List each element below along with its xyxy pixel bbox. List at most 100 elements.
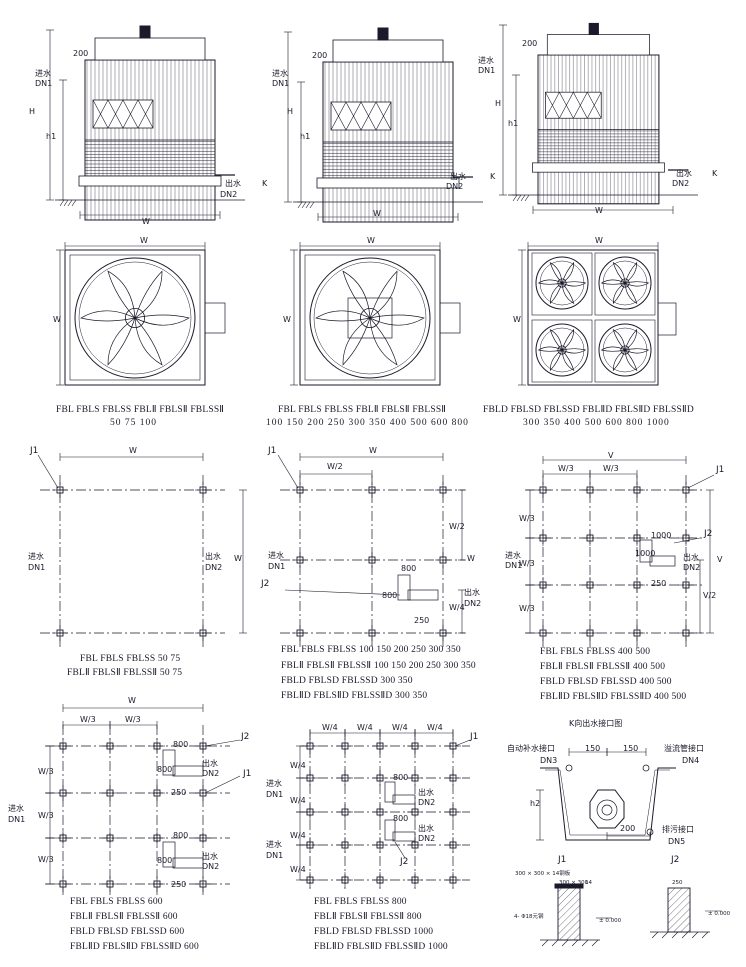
fan-blade <box>342 270 371 319</box>
dim-150-label: 150 <box>585 744 601 753</box>
ground-hatch <box>301 201 307 209</box>
tower-body <box>78 25 222 221</box>
ground-hatch <box>571 939 579 947</box>
fan-blade <box>107 270 136 319</box>
auto-fill-label: 自动补水接口 <box>507 744 555 753</box>
ground-hatch <box>691 931 699 939</box>
dim-200-label: 200 <box>73 49 89 58</box>
dim-200-label: 200 <box>312 51 328 60</box>
tower-elevation <box>316 27 460 223</box>
inlet-ladder <box>439 302 461 334</box>
dn1-label: DN1 <box>505 561 523 570</box>
outlet-box <box>384 781 396 803</box>
drain-label: 排污接口 <box>662 825 694 834</box>
dim-200-label: 200 <box>620 824 636 833</box>
caption-f2-2: FBLⅡ FBLSⅡ FBLSSⅡ 100 150 200 250 300 35… <box>281 661 476 671</box>
dim-250-label: 250 <box>672 880 683 886</box>
dim-250-label: 250 <box>171 880 187 889</box>
w3-side-label: W/3 <box>38 811 54 820</box>
fan-blade <box>134 314 190 326</box>
ground-hatch <box>71 199 77 207</box>
caption-f3-1: FBL FBLS FBLSS 400 500 <box>540 647 651 657</box>
inlet-ladder <box>657 302 677 336</box>
fan-blade <box>549 349 563 372</box>
fan-hub <box>557 278 567 288</box>
outlet-flange <box>589 789 625 829</box>
overflow-label: 溢流管接口 <box>664 744 704 753</box>
j2-leader <box>673 537 701 544</box>
fan-blade <box>80 310 136 322</box>
w3-side-label: W/3 <box>38 767 54 776</box>
ground-hatch <box>520 194 526 202</box>
dim-800-label: 800 <box>173 831 189 840</box>
inlet-label: 进水 <box>505 551 521 560</box>
dim-800-label: 800 <box>393 773 409 782</box>
v-side-label: V <box>717 555 723 564</box>
outlet-box <box>407 589 439 601</box>
fan-blade <box>624 281 650 287</box>
outlet-box <box>172 765 204 777</box>
dim-1000-label: 1000 <box>651 531 672 540</box>
dn2-label: DN2 <box>202 862 220 871</box>
plan-w-label: W <box>140 236 148 245</box>
fan-blade <box>612 349 626 372</box>
outlet-box <box>639 539 653 563</box>
j2-leader <box>394 841 406 859</box>
v2-side-label: V/2 <box>703 591 717 600</box>
dim-150-label: 150 <box>623 744 639 753</box>
ground-hatch <box>661 931 669 939</box>
fan-blade <box>549 329 563 351</box>
dn2-label: DN2 <box>418 834 436 843</box>
fan-blade <box>134 317 163 366</box>
w4-side-label: W/4 <box>290 761 306 770</box>
inlet-label: 进水 <box>266 779 282 788</box>
dim-800-label: 800 <box>173 740 189 749</box>
dim-200-label: 200 <box>522 39 538 48</box>
tower-body <box>531 22 665 205</box>
h-label: H <box>287 107 294 116</box>
tower-elevation <box>78 25 222 221</box>
plate-label: 300 × 300 × 14钢板 <box>515 871 571 877</box>
dn1-label: DN1 <box>268 562 286 571</box>
inlet-label: 进水 <box>266 840 282 849</box>
caption-f5-4: FBLⅡD FBLSⅡD FBLSSⅡD 1000 <box>314 942 448 952</box>
w-side-label: W <box>234 554 242 563</box>
ground-hatch <box>524 194 530 202</box>
thickness-label: 14 <box>585 880 592 886</box>
j2-label: J2 <box>261 579 270 589</box>
caption-models: FBLD FBLSD FBLSSD FBLⅡD FBLSⅡD FBLSSⅡD <box>483 405 694 415</box>
caption-f2-1: FBL FBLS FBLSS 100 150 200 250 300 350 <box>281 645 461 655</box>
fan-hub <box>125 307 146 328</box>
h1-label: h1 <box>300 132 311 141</box>
j1-leader <box>37 454 59 489</box>
ground-hatch <box>541 939 549 947</box>
fan-blade <box>561 328 575 351</box>
j2-leader <box>284 589 401 596</box>
fan-blade <box>369 314 425 326</box>
w-label: W <box>129 446 137 455</box>
plan-w-label: W <box>367 236 375 245</box>
caption-f4-4: FBLⅡD FBLSⅡD FBLSSⅡD 600 <box>70 942 199 952</box>
j1-label: J1 <box>30 446 39 456</box>
plan-w-side-label: W <box>53 315 61 324</box>
dn1-label: DN1 <box>478 66 496 75</box>
inlet-label: 进水 <box>478 56 494 65</box>
ground-hatch <box>551 939 559 947</box>
outlet-box <box>392 831 416 842</box>
fan-cell <box>594 252 656 316</box>
w4-label: W/4 <box>427 723 443 732</box>
ground-hatch <box>591 939 599 947</box>
ground-hatch <box>701 931 709 939</box>
elevation-label: ± 0.000 <box>599 918 622 924</box>
j1-detail-title: J1 <box>558 855 567 865</box>
dn2-label: DN2 <box>220 190 238 199</box>
w3-label: W/3 <box>603 464 619 473</box>
w4-label: W/4 <box>357 723 373 732</box>
j1-leader <box>687 474 715 489</box>
k-label: K <box>712 169 718 178</box>
inlet-label: 进水 <box>28 552 44 561</box>
dim-800-side-label: 800 <box>382 591 398 600</box>
fan-ring <box>74 257 196 379</box>
outlet-label: 出水 <box>464 588 480 597</box>
dn2-label: DN2 <box>683 563 701 572</box>
